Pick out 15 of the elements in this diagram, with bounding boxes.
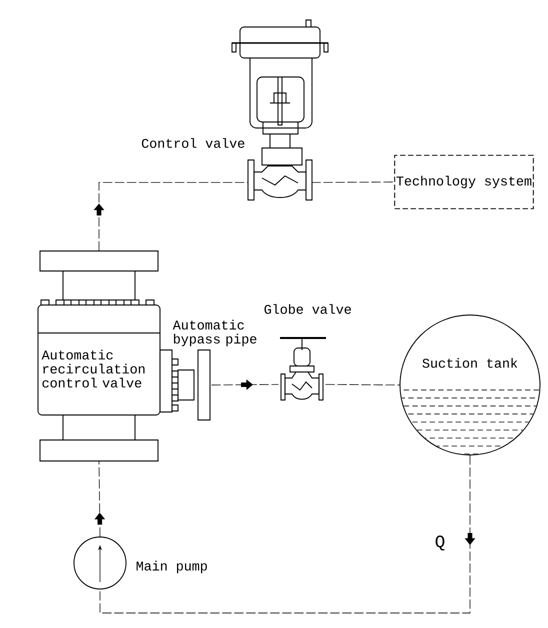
technology-system-box: Technology system bbox=[394, 154, 534, 210]
pipe-line bbox=[311, 182, 395, 183]
pipe-line bbox=[325, 384, 400, 386]
pump-label: Main pump bbox=[136, 560, 207, 574]
pipe-line bbox=[94, 182, 249, 251]
edge-label: Q bbox=[433, 534, 447, 552]
valve-label: Globe valve bbox=[264, 304, 351, 314]
valve-label: Control valve bbox=[142, 138, 244, 148]
pipe-line bbox=[211, 379, 279, 390]
pipe-line bbox=[100, 455, 476, 614]
suction-tank: Suction tank bbox=[400, 314, 540, 456]
pipe-label: Automatic bypass pipe bbox=[172, 320, 256, 346]
pipe-line bbox=[94, 461, 106, 537]
globe-valve-drawing bbox=[280, 337, 326, 400]
pump-symbol bbox=[74, 536, 126, 590]
